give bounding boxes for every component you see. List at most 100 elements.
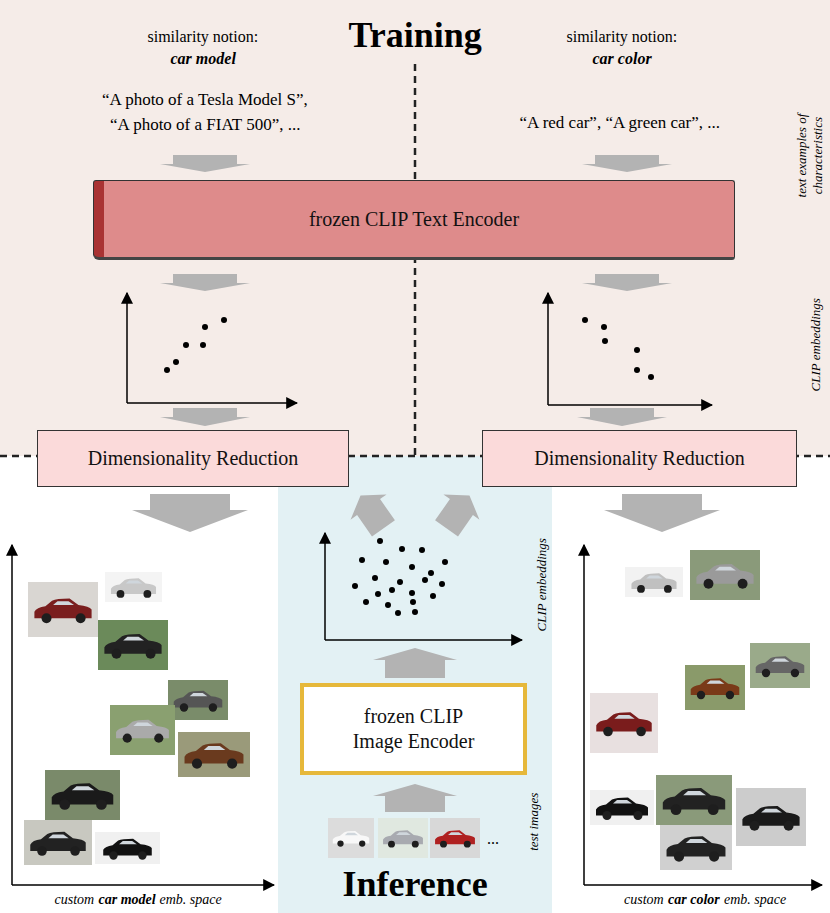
car-photo [24,820,92,865]
car-photo [750,643,810,688]
embedding-point [363,599,369,605]
car-photo [631,573,676,593]
embedding-point [409,590,415,596]
car-photo [168,680,228,720]
car-photo [667,836,726,862]
car-photo [178,732,250,777]
embedding-point [634,367,640,373]
dim-reduction-box: Dimensionality Reduction [482,430,797,487]
car-photo [45,770,120,820]
flow-arrow [343,483,402,541]
text-example: “A red car”, “A green car”, ... [520,113,721,133]
axis-caption: emb. space [160,892,222,909]
text-encoder-box: frozen CLIP Text Encoder [93,180,735,260]
plot-axis [127,402,297,404]
car-photo [685,665,745,710]
car-photo [45,770,120,820]
embedding-point [397,579,403,585]
embedding-point [430,593,436,599]
car-photo [750,643,810,688]
plot-axis [584,884,822,886]
separator [414,64,417,456]
embedding-point [164,367,170,373]
embedding-point [385,602,391,608]
car-photo [696,564,753,589]
plot-axis [12,884,274,886]
embedding-point [648,374,654,380]
embedding-point [422,577,428,583]
box-label: frozen CLIP Text Encoder [309,207,519,232]
embedding-point [183,342,189,348]
box-label: frozen CLIP Image Encoder [339,704,489,754]
embedding-point [442,559,448,565]
car-photo [28,582,98,637]
axis-caption: custom [624,892,664,909]
car-photo [660,825,732,870]
embedding-point [352,583,358,589]
car-photo [98,620,168,670]
flow-arrow [429,483,488,541]
car-photo [103,839,152,860]
car-photo [52,783,114,810]
flow-arrow [160,155,250,172]
notion-label: similarity notion: [567,27,678,46]
embedding-point [409,564,415,570]
test-image [328,818,374,858]
plot-axis [548,404,712,406]
plot-axis [11,545,13,885]
car-photo [590,550,810,870]
embedding-point [375,591,381,597]
axis-caption: emb. space [724,892,786,909]
box-label: Dimensionality Reduction [534,446,745,471]
side-label: test images [526,793,542,851]
dim-reduction-box: Dimensionality Reduction [37,430,349,487]
embedding-point [395,610,401,616]
car-photo [660,825,732,870]
car-photo [110,705,175,755]
car-photo [685,665,745,710]
test-image [328,818,480,858]
embedding-point [200,342,206,348]
embedding-point [383,559,389,565]
car-photo [596,712,651,736]
embedding-point [582,317,588,323]
box-label: Dimensionality Reduction [88,446,299,471]
training-region [0,0,830,456]
flow-arrow [160,274,250,291]
notion-value: car model [171,49,236,68]
car-photo [736,788,806,846]
car-photo [590,790,654,825]
embedding-point [634,347,640,353]
car-photo [625,567,683,597]
plot-axis [547,293,549,405]
car-photo [590,790,654,825]
plot-axis [12,293,822,885]
flow-arrow [582,155,672,172]
car-photo [30,832,85,856]
car-photo [95,832,160,864]
notion-value: car color [593,49,652,68]
test-image [383,830,423,847]
car-photo [663,788,725,815]
car-photo [625,567,683,597]
test-image [328,818,374,858]
car-photo [95,832,160,864]
car-photo [178,732,250,777]
car-photo [105,572,162,602]
flow-arrow [604,494,720,532]
car-photo [98,620,168,670]
embedding-point [410,599,416,605]
embedding-point [202,324,208,330]
car-photo [104,634,161,659]
flow-arrow [373,648,457,678]
inference-region [278,456,552,913]
embedding-point [389,587,395,593]
embedding-point [221,317,227,323]
car-photo [596,798,648,821]
text-example: “A photo of a Tesla Model S”, [102,90,308,110]
embedding-point [372,575,378,581]
car-photo [590,693,658,753]
embedding-point [602,338,608,344]
test-image [435,830,475,847]
